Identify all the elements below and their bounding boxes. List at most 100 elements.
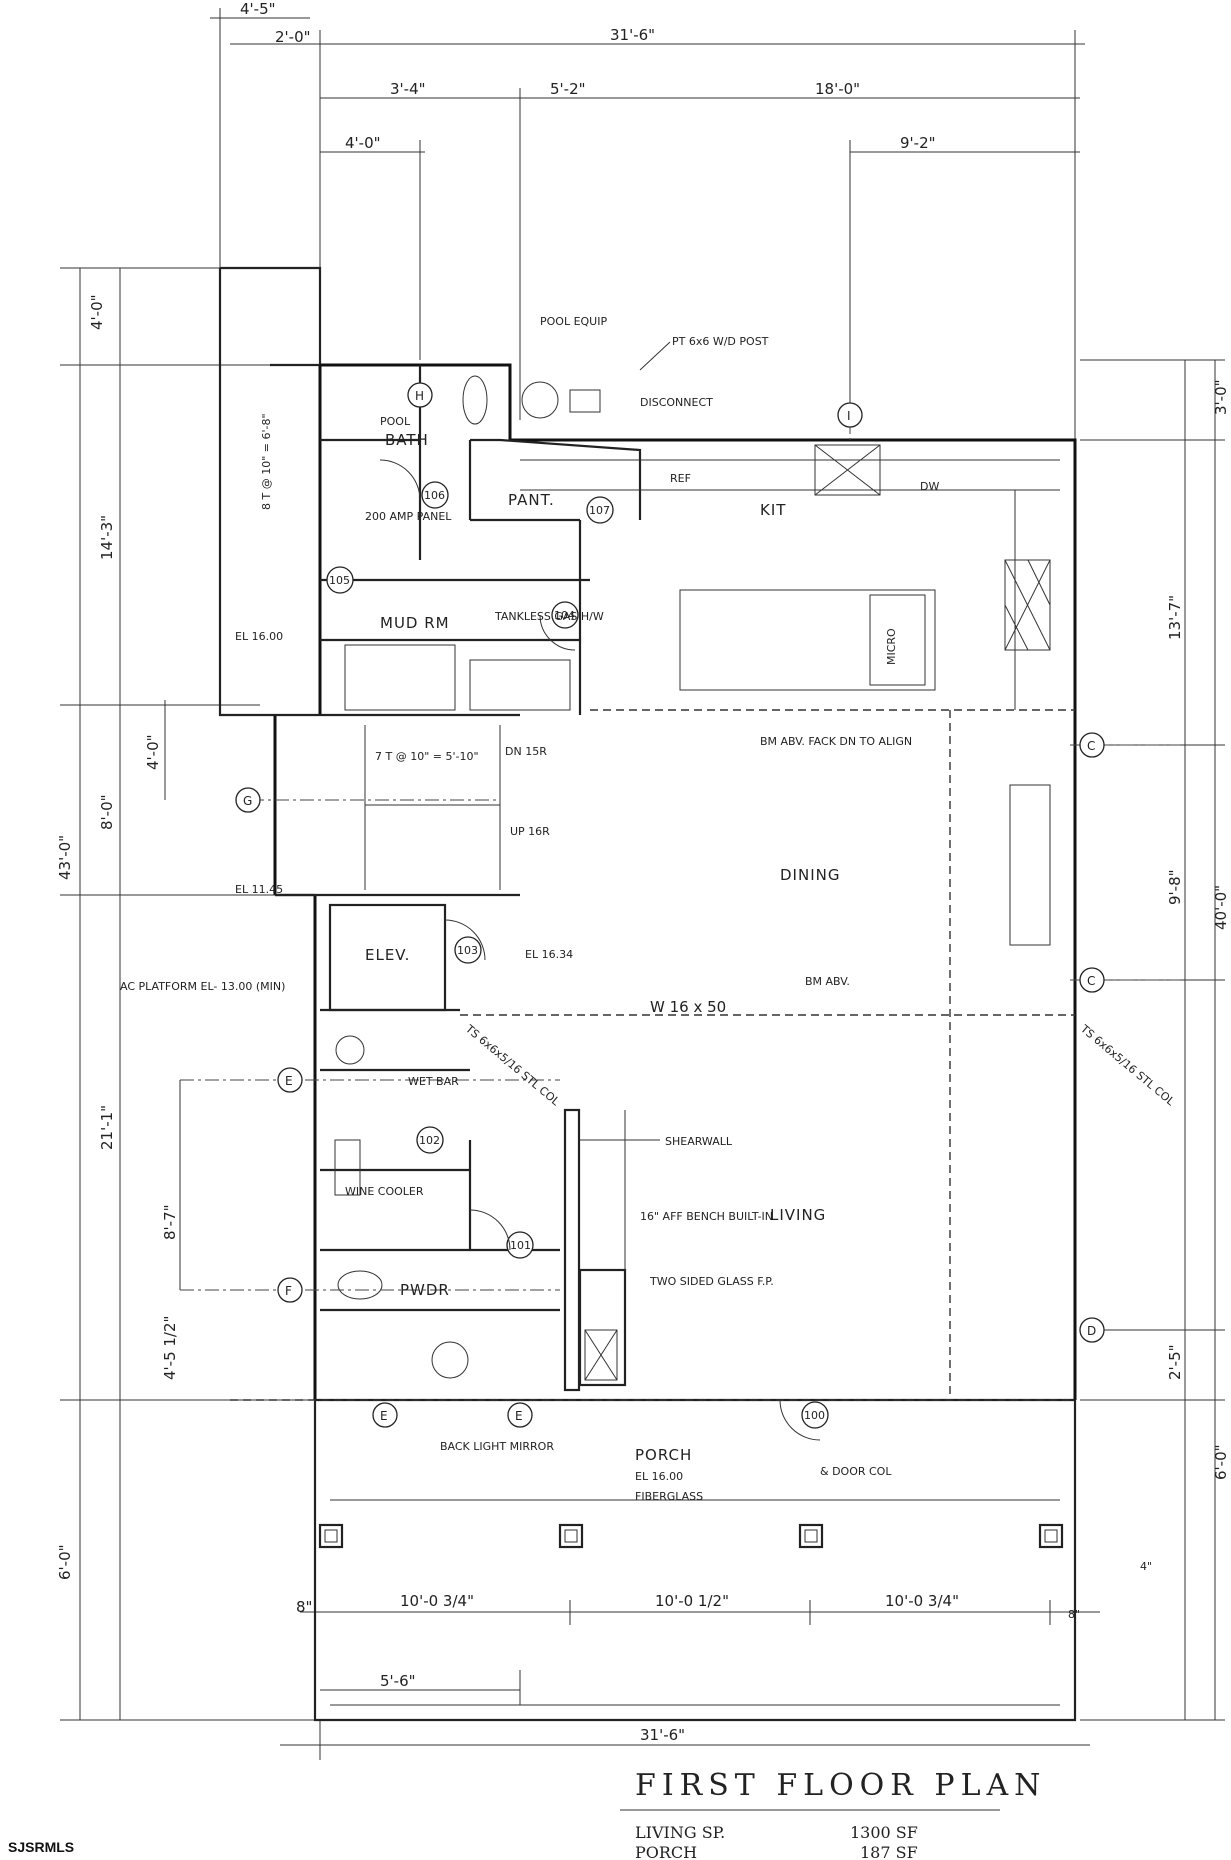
room-wine: WINE COOLER (345, 1185, 424, 1198)
area-porch-label: PORCH (635, 1843, 697, 1860)
note-pool-equip: POOL EQUIP (540, 315, 607, 328)
dim-top-b: 2'-0" (275, 28, 311, 46)
annotations: POOL EQUIP PT 6x6 W/D POST DISCONNECT RE… (120, 315, 1178, 1503)
dim-bot-e: 5'-6" (380, 1672, 416, 1690)
door-tags: 100 101 102 103 104 105 106 107 (326, 459, 829, 1441)
dim-left-b: 14'-3" (98, 515, 116, 560)
note-el-platform: EL 16.00 (235, 630, 283, 643)
note-beam-align: BM ABV. FACK DN TO ALIGN (760, 735, 912, 748)
dim-right-b: 13'-7" (1166, 595, 1184, 640)
watermark-text: SJSRMLS (8, 1839, 74, 1855)
note-beam: W 16 x 50 (650, 998, 726, 1016)
dim-right-overall: 40'-0" (1212, 885, 1230, 930)
room-porch: PORCH (635, 1446, 692, 1464)
dim-left-d: 21'-1" (98, 1105, 116, 1150)
room-kitchen: KIT (760, 501, 786, 519)
note-tankless: TANKLESS GAS H/W (494, 610, 604, 623)
note-ac-platform: AC PLATFORM EL- 13.00 (MIN) (120, 980, 285, 993)
dim-top-e: 18'-0" (815, 80, 860, 98)
dim-right-a: 3'-0" (1212, 379, 1230, 415)
area-porch-value: 187 SF (860, 1843, 918, 1860)
note-post: PT 6x6 W/D POST (672, 335, 769, 348)
grid-mark-e: E (285, 1074, 293, 1088)
grid-marks: H I C C G E F D E E (235, 382, 1105, 1428)
note-bench: 16" AFF BENCH BUILT-IN (640, 1210, 773, 1223)
dim-left-overall: 43'-0" (56, 835, 74, 880)
note-micro: MICRO (885, 628, 898, 665)
note-el-porch: EL 16.00 (635, 1470, 683, 1483)
dim-top-overall: 31'-6" (610, 26, 655, 44)
note-stair-b: 8 T @ 10" = 6'-8" (260, 413, 273, 510)
grid-mark-c2: C (1087, 974, 1095, 988)
title-block: FIRST FLOOR PLAN LIVING SP. 1300 SF PORC… (620, 1768, 1046, 1860)
note-fireplace: TWO SIDED GLASS F.P. (649, 1275, 774, 1288)
dim-bot-c: 10'-0 1/2" (655, 1592, 729, 1610)
grid-mark-h: H (415, 389, 424, 403)
note-ref: REF (670, 472, 691, 485)
interior-walls (275, 365, 1064, 1549)
dim-right-d: 2'-5" (1166, 1344, 1184, 1380)
note-ts-col: TS 6x6x5/16 STL COL (462, 1022, 562, 1109)
note-mirror: BACK LIGHT MIRROR (440, 1440, 554, 1453)
room-elevator: ELEV. (365, 946, 410, 964)
dim-top-a: 4'-5" (240, 0, 276, 18)
room-living: LIVING (770, 1206, 826, 1224)
room-pantry: PANT. (508, 491, 555, 509)
room-powder: PWDR (400, 1281, 450, 1299)
dim-left-c: 8'-0" (98, 794, 116, 830)
dim-top-f: 4'-0" (345, 134, 381, 152)
dim-bot-a: 8" (296, 1598, 312, 1616)
grid-mark-d: D (1087, 1324, 1096, 1338)
dim-bot-overall: 31'-6" (640, 1726, 685, 1744)
dim-top-g: 9'-2" (900, 134, 936, 152)
bottom-dimensions: 8" 10'-0 3/4" 10'-0 1/2" 10'-0 3/4" 5'-6… (280, 1560, 1152, 1760)
note-ts-col2: TS 6x6x5/16 STL COL (1077, 1022, 1177, 1109)
note-disconnect: DISCONNECT (640, 396, 713, 409)
room-bath: BATH (385, 431, 429, 449)
dim-bot-d: 10'-0 3/4" (885, 1592, 959, 1610)
dim-left-g: 8'-7" (161, 1204, 179, 1240)
door-tag-105: 105 (329, 574, 350, 587)
room-labels: POOL BATH PANT. KIT MUD RM DINING ELEV. … (345, 415, 840, 1464)
plan-title: FIRST FLOOR PLAN (635, 1768, 1046, 1803)
note-up: UP 16R (510, 825, 550, 838)
dim-left-h: 4'-5 1/2" (161, 1316, 179, 1380)
note-el-main: EL 16.34 (525, 948, 573, 961)
note-door-col: & DOOR COL (820, 1465, 892, 1478)
dim-left-e: 6'-0" (56, 1544, 74, 1580)
door-tag-104: 104 (554, 609, 575, 622)
door-tag-101: 101 (510, 1239, 531, 1252)
dim-bot-b: 10'-0 3/4" (400, 1592, 474, 1610)
area-living-label: LIVING SP. (635, 1823, 725, 1842)
top-dimensions: 4'-5" 2'-0" 31'-6" 3'-4" 5'-2" 18'-0" 4'… (210, 0, 1085, 440)
dim-right-c: 9'-8" (1166, 869, 1184, 905)
note-shearwall: SHEARWALL (665, 1135, 733, 1148)
door-tag-106: 106 (424, 489, 445, 502)
right-dimensions: 3'-0" 13'-7" 9'-8" 40'-0" 2'-5" 6'-0" (1080, 359, 1230, 1721)
room-wetbar: WET BAR (408, 1075, 459, 1088)
dim-right-e: 6'-0" (1212, 1444, 1230, 1480)
note-stair-a: 7 T @ 10" = 5'-10" (375, 750, 479, 763)
dim-top-d: 5'-2" (550, 80, 586, 98)
room-pool-label: POOL (380, 415, 411, 428)
dim-left-f: 4'-0" (144, 734, 162, 770)
door-tag-102: 102 (419, 1134, 440, 1147)
room-dining: DINING (780, 866, 840, 884)
area-living-value: 1300 SF (850, 1823, 918, 1842)
door-tag-100: 100 (804, 1409, 825, 1422)
room-mud: MUD RM (380, 614, 450, 632)
grid-mark-g: G (243, 794, 252, 808)
dim-top-c: 3'-4" (390, 80, 426, 98)
door-tag-103: 103 (457, 944, 478, 957)
note-el-stair: EL 11.45 (235, 883, 283, 896)
door-tag-107: 107 (589, 504, 610, 517)
left-dimensions: 4'-0" 14'-3" 8'-0" 43'-0" 21'-1" 6'-0" 4… (56, 267, 320, 1721)
grid-mark-i: I (847, 409, 851, 423)
dim-left-a: 4'-0" (88, 294, 106, 330)
grid-mark-e2: E (380, 1409, 388, 1423)
beams (230, 709, 1075, 1401)
note-panel: 200 AMP PANEL (365, 510, 452, 523)
grid-mark-f: F (285, 1284, 292, 1298)
grid-lines (180, 420, 1180, 1291)
